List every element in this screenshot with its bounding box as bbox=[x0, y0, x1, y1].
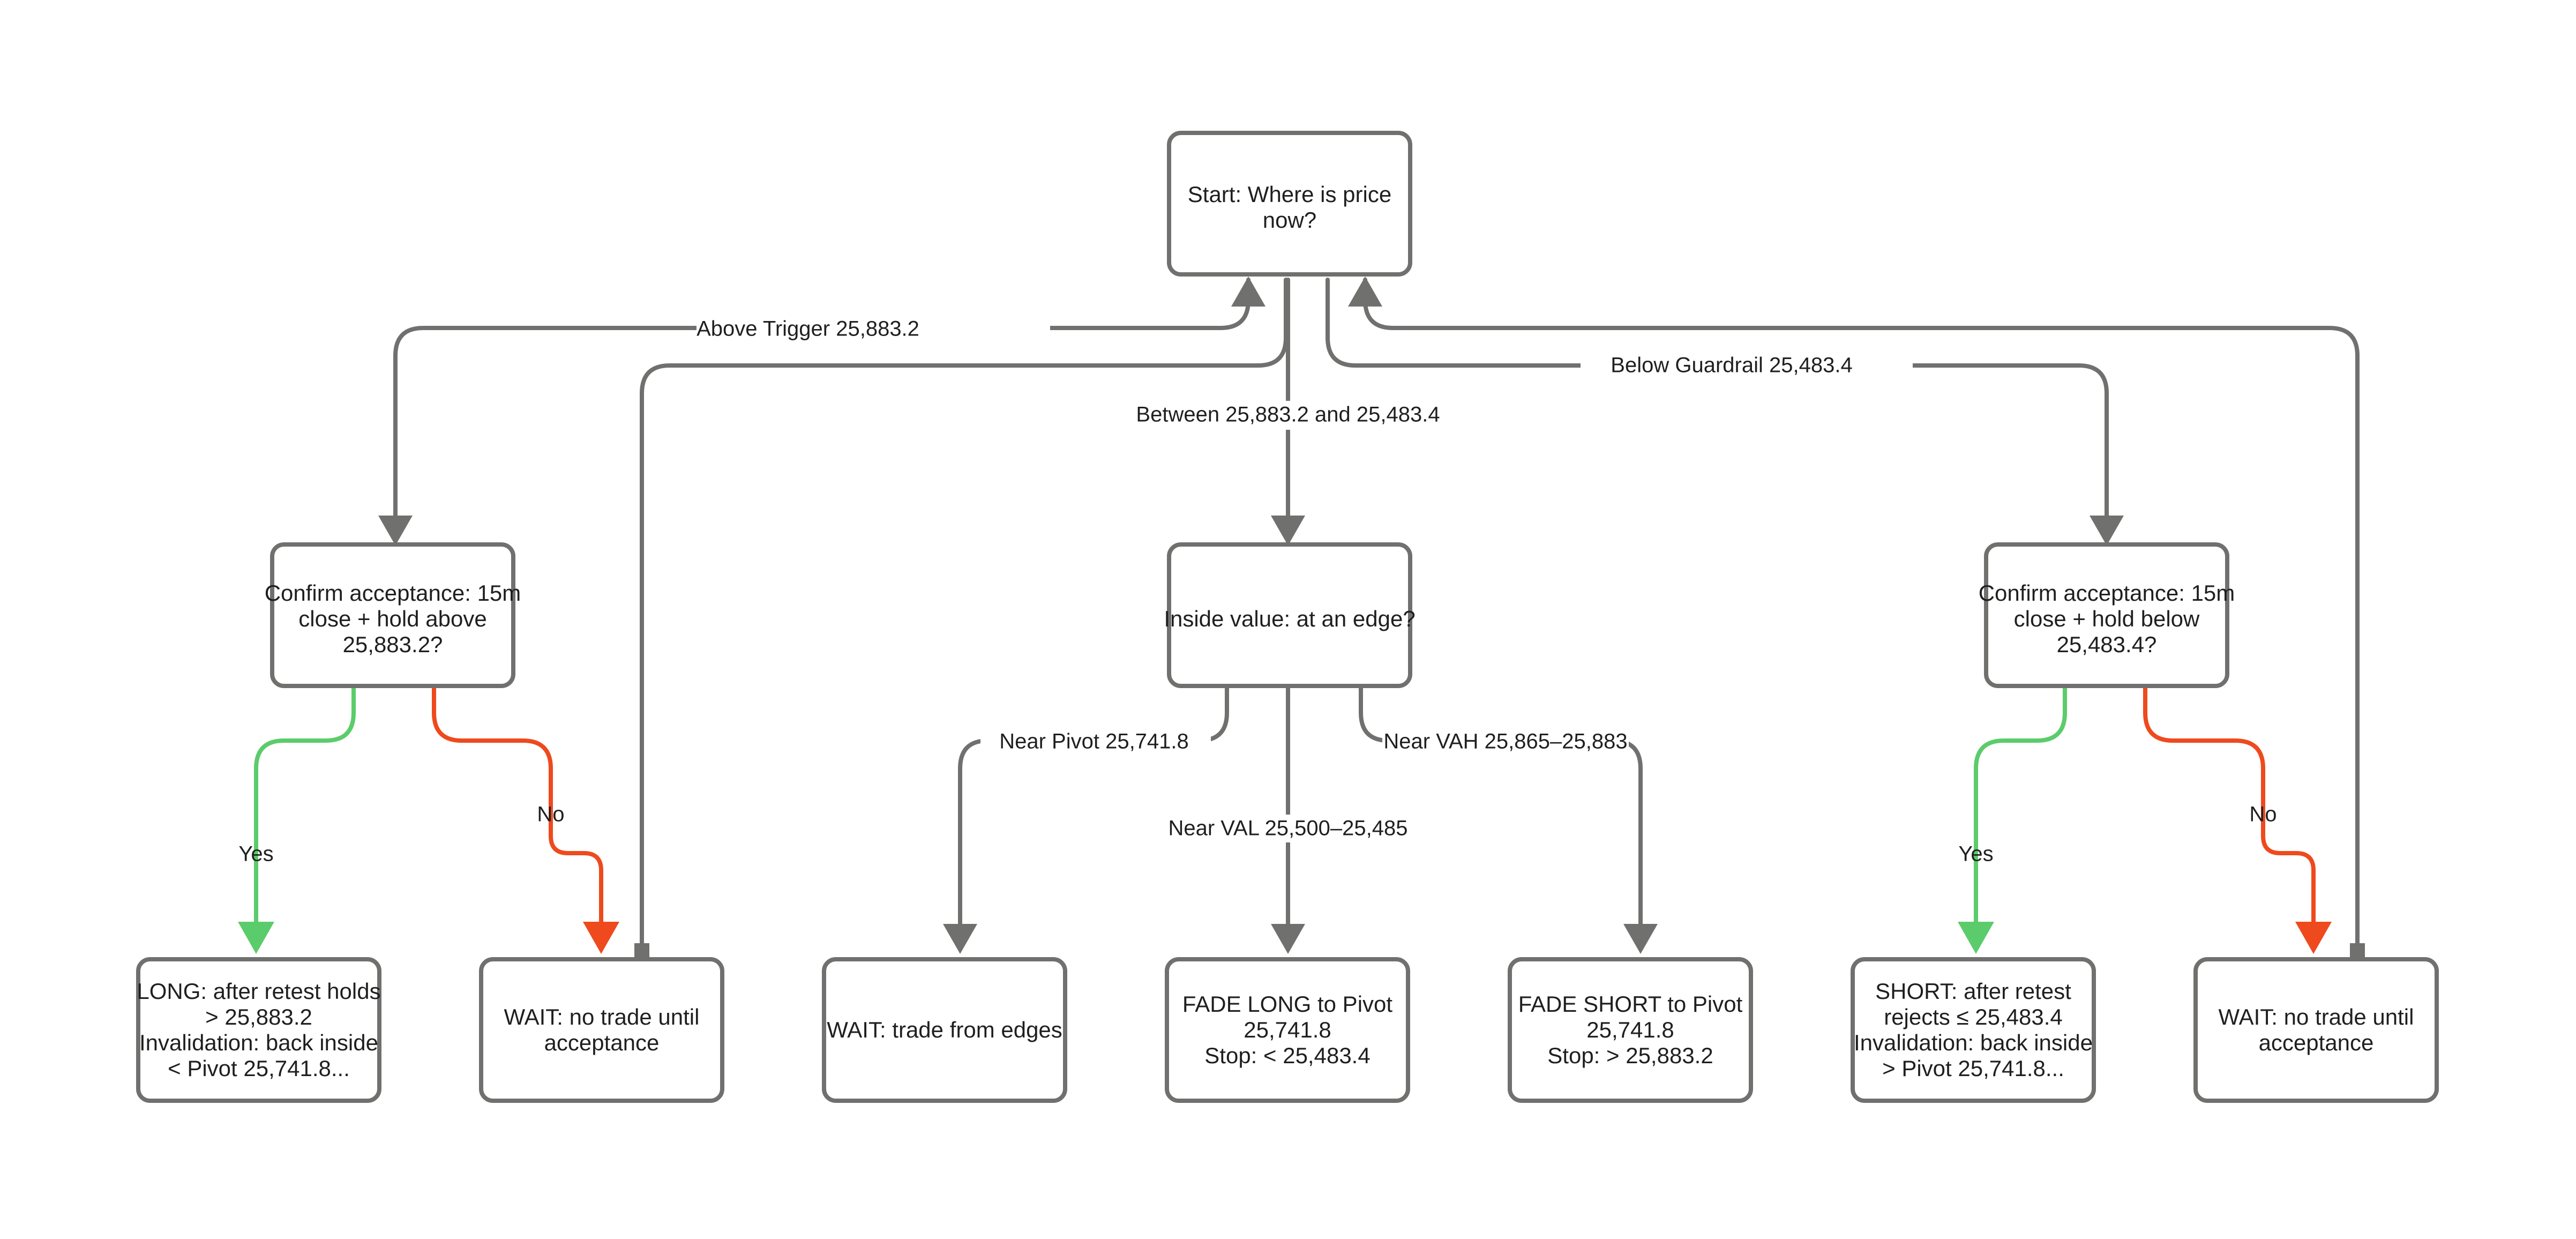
edge-no-right bbox=[2143, 684, 2332, 954]
svg-text:close + hold below: close + hold below bbox=[2014, 606, 2200, 631]
edge-label-yes-right: Yes bbox=[1958, 842, 1993, 866]
node-fade-long[interactable]: FADE LONG to Pivot 25,741.8 Stop: < 25,4… bbox=[1165, 957, 1410, 1103]
edge-label-below-guardrail: Below Guardrail 25,483.4 bbox=[1581, 352, 1913, 380]
svg-text:FADE LONG to Pivot: FADE LONG to Pivot bbox=[1182, 991, 1392, 1017]
svg-text:WAIT: trade from edges: WAIT: trade from edges bbox=[827, 1017, 1062, 1042]
svg-text:Below Guardrail 25,483.4: Below Guardrail 25,483.4 bbox=[1611, 354, 1852, 377]
svg-text:Near Pivot 25,741.8: Near Pivot 25,741.8 bbox=[999, 730, 1189, 753]
svg-text:Invalidation: back inside: Invalidation: back inside bbox=[1854, 1030, 2093, 1055]
svg-text:> 25,883.2: > 25,883.2 bbox=[205, 1004, 312, 1029]
svg-text:25,483.4?: 25,483.4? bbox=[2057, 632, 2157, 657]
node-short-entry[interactable]: SHORT: after retest rejects ≤ 25,483.4 I… bbox=[1851, 957, 2096, 1103]
edge-label-near-vah: Near VAH 25,865–25,883 bbox=[1382, 728, 1629, 756]
node-wait-edges[interactable]: WAIT: trade from edges bbox=[822, 957, 1067, 1103]
node-start[interactable]: Start: Where is price now? bbox=[1167, 131, 1412, 277]
svg-text:acceptance: acceptance bbox=[544, 1030, 660, 1055]
edge-label-no-left: No bbox=[537, 803, 564, 826]
edge-label-between: Between 25,883.2 and 25,483.4 bbox=[1136, 401, 1441, 430]
svg-text:No: No bbox=[537, 803, 564, 826]
edge-return-arrow-left bbox=[1231, 277, 1265, 307]
edge-label-near-pivot: Near Pivot 25,741.8 bbox=[980, 728, 1211, 756]
svg-text:Stop: > 25,883.2: Stop: > 25,883.2 bbox=[1547, 1043, 1713, 1068]
edge-label-above-trigger: Above Trigger 25,883.2 bbox=[697, 314, 1050, 343]
svg-text:> Pivot 25,741.8...: > Pivot 25,741.8... bbox=[1882, 1056, 2064, 1081]
node-confirm-long[interactable]: Confirm acceptance: 15m close + hold abo… bbox=[265, 542, 521, 688]
svg-text:Between 25,883.2 and 25,483.4: Between 25,883.2 and 25,483.4 bbox=[1136, 403, 1440, 427]
svg-text:SHORT: after retest: SHORT: after retest bbox=[1875, 979, 2071, 1004]
edge-below-guardrail bbox=[1326, 278, 2124, 546]
svg-text:Yes: Yes bbox=[238, 842, 273, 866]
svg-text:LONG: after retest holds: LONG: after retest holds bbox=[137, 979, 380, 1004]
svg-text:Near VAL 25,500–25,485: Near VAL 25,500–25,485 bbox=[1168, 817, 1407, 840]
svg-text:rejects ≤ 25,483.4: rejects ≤ 25,483.4 bbox=[1884, 1004, 2063, 1029]
edge-near-val bbox=[1271, 684, 1305, 954]
svg-text:No: No bbox=[2249, 803, 2277, 826]
svg-text:acceptance: acceptance bbox=[2259, 1030, 2374, 1055]
edge-yes-right bbox=[1958, 684, 2067, 954]
node-long-entry[interactable]: LONG: after retest holds > 25,883.2 Inva… bbox=[136, 957, 381, 1103]
edge-yes-left bbox=[238, 684, 356, 954]
svg-text:25,883.2?: 25,883.2? bbox=[343, 632, 443, 657]
edge-no-left bbox=[432, 684, 619, 954]
svg-text:< Pivot 25,741.8...: < Pivot 25,741.8... bbox=[168, 1056, 350, 1081]
svg-text:now?: now? bbox=[1263, 207, 1316, 233]
svg-text:Above Trigger 25,883.2: Above Trigger 25,883.2 bbox=[697, 317, 919, 341]
svg-text:WAIT: no trade until: WAIT: no trade until bbox=[504, 1004, 700, 1029]
node-wait-left[interactable]: WAIT: no trade until acceptance bbox=[479, 957, 724, 1103]
node-fade-short[interactable]: FADE SHORT to Pivot 25,741.8 Stop: > 25,… bbox=[1508, 957, 1753, 1103]
edge-label-near-val: Near VAL 25,500–25,485 bbox=[1168, 815, 1408, 842]
svg-text:Invalidation: back inside: Invalidation: back inside bbox=[139, 1030, 378, 1055]
svg-text:Near VAH 25,865–25,883: Near VAH 25,865–25,883 bbox=[1383, 730, 1627, 753]
node-wait-right[interactable]: WAIT: no trade until acceptance bbox=[2193, 957, 2439, 1103]
edge-label-yes-left: Yes bbox=[238, 842, 273, 866]
svg-text:FADE SHORT to Pivot: FADE SHORT to Pivot bbox=[1518, 991, 1743, 1017]
svg-text:close + hold above: close + hold above bbox=[298, 606, 486, 631]
svg-text:25,741.8: 25,741.8 bbox=[1244, 1017, 1331, 1042]
edge-label-no-right: No bbox=[2249, 803, 2277, 826]
svg-text:WAIT: no trade until: WAIT: no trade until bbox=[2219, 1004, 2414, 1029]
svg-text:25,741.8: 25,741.8 bbox=[1586, 1017, 1674, 1042]
node-confirm-short[interactable]: Confirm acceptance: 15m close + hold bel… bbox=[1979, 542, 2235, 688]
edge-return-arrow-right bbox=[1348, 277, 1382, 307]
svg-text:Yes: Yes bbox=[1958, 842, 1993, 866]
svg-text:Stop: < 25,483.4: Stop: < 25,483.4 bbox=[1204, 1043, 1370, 1068]
svg-text:Inside value: at an edge?: Inside value: at an edge? bbox=[1164, 606, 1415, 631]
svg-text:Start: Where is price: Start: Where is price bbox=[1188, 182, 1391, 207]
svg-text:Confirm acceptance: 15m: Confirm acceptance: 15m bbox=[1979, 580, 2235, 606]
node-inside-value[interactable]: Inside value: at an edge? bbox=[1164, 542, 1416, 688]
svg-text:Confirm acceptance: 15m: Confirm acceptance: 15m bbox=[265, 580, 521, 606]
